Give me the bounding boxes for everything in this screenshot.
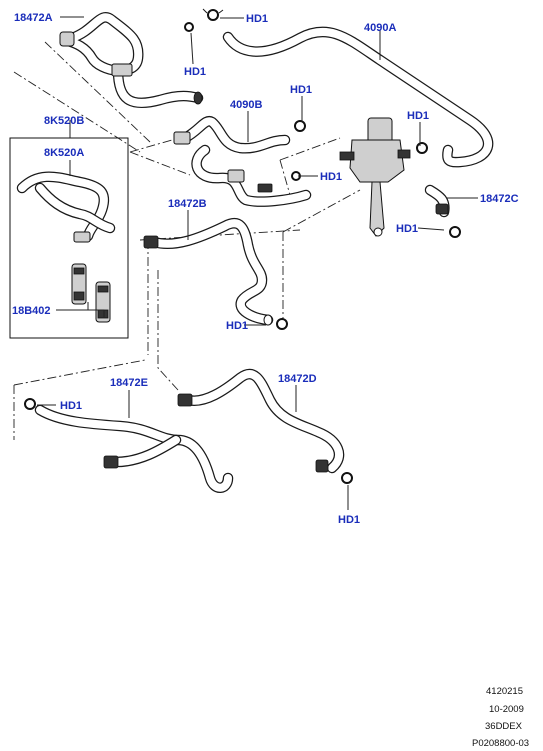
hose-18472d[interactable] bbox=[177, 368, 345, 474]
leader-lines bbox=[37, 16, 478, 510]
label-8k520b: 8K520B bbox=[44, 115, 84, 127]
footer-reference: P0208800-03 bbox=[472, 738, 529, 749]
hose-clip-hd1-top[interactable] bbox=[184, 8, 224, 32]
valve-18b402[interactable] bbox=[71, 263, 111, 323]
label-hd1-left-lower: HD1 bbox=[60, 400, 82, 412]
part-labels: 18472A HD1 4090A HD1 HD1 4090B HD1 8K520… bbox=[12, 12, 519, 526]
label-hd1-bottom: HD1 bbox=[338, 514, 360, 526]
label-hd1-left: HD1 bbox=[184, 66, 206, 78]
label-18b402: 18B402 bbox=[12, 305, 51, 317]
label-hd1-18472b: HD1 bbox=[226, 320, 248, 332]
hose-4090b[interactable] bbox=[173, 116, 312, 207]
hose-18472a[interactable] bbox=[59, 12, 204, 109]
hose-18472b[interactable] bbox=[143, 218, 274, 326]
label-hd1-top: HD1 bbox=[246, 13, 268, 25]
label-18472c: 18472C bbox=[480, 193, 519, 205]
label-8k520a: 8K520A bbox=[44, 147, 84, 159]
label-4090b: 4090B bbox=[230, 99, 262, 111]
footer-code: 4120215 bbox=[486, 686, 523, 697]
valve-assembly bbox=[339, 117, 411, 237]
guide-lines bbox=[13, 41, 361, 440]
kit-box-8k520b bbox=[9, 137, 129, 339]
label-hd1-right: HD1 bbox=[407, 110, 429, 122]
hose-18472c[interactable] bbox=[424, 184, 450, 218]
label-hd1-upper-mid: HD1 bbox=[290, 84, 312, 96]
footer-model: 36DDEX bbox=[485, 721, 523, 732]
footer-date: 10-2009 bbox=[489, 704, 524, 715]
footer-info: 4120215 10-2009 36DDEX P0208800-03 bbox=[472, 686, 529, 749]
label-18472e: 18472E bbox=[110, 377, 148, 389]
label-4090a: 4090A bbox=[364, 22, 396, 34]
label-hd1-lower-right: HD1 bbox=[396, 223, 418, 235]
hose-18472e[interactable] bbox=[34, 404, 234, 493]
label-18472a: 18472A bbox=[14, 12, 53, 24]
hose-kit-8k520a[interactable] bbox=[16, 171, 116, 243]
label-18472b: 18472B bbox=[168, 198, 207, 210]
hose-clips-misc[interactable] bbox=[24, 120, 461, 484]
label-18472d: 18472D bbox=[278, 373, 317, 385]
label-hd1-mid: HD1 bbox=[320, 171, 342, 183]
hose-4090a[interactable] bbox=[222, 26, 494, 168]
